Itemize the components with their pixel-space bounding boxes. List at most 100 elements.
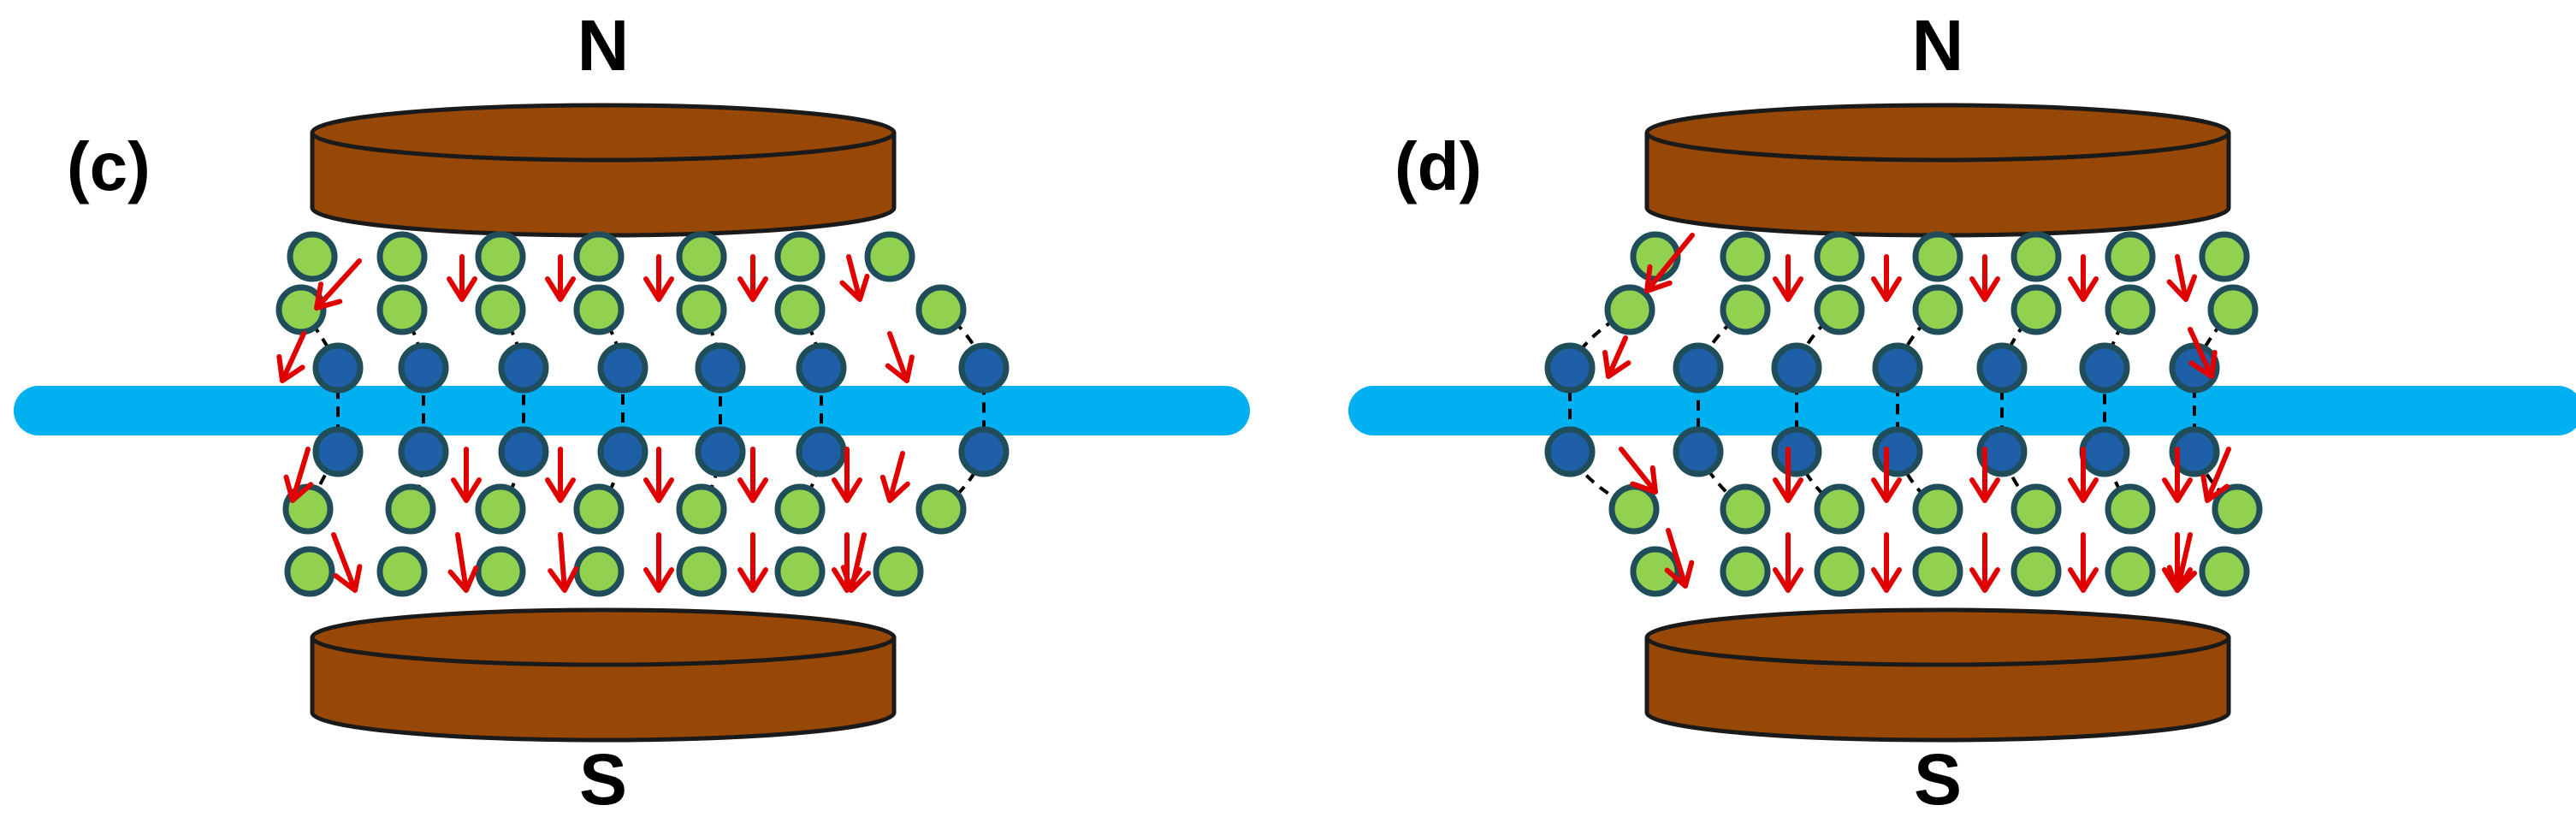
green-particle: [2010, 546, 2062, 597]
field-arrow: [839, 254, 870, 302]
field-arrow-head: [1871, 477, 1902, 503]
field-arrow-shaft: [316, 258, 362, 309]
field-arrow-head: [1602, 349, 1631, 379]
field-arrow-head: [737, 477, 768, 503]
north-magnet: [1644, 103, 2231, 238]
green-particle: [873, 546, 924, 597]
north-magnet-top: [1644, 103, 2231, 163]
green-particle: [774, 546, 826, 597]
field-arrow: [545, 254, 576, 302]
blue-particle: [498, 342, 549, 394]
green-particle: [284, 546, 335, 597]
north-pole-label: N: [577, 5, 630, 86]
blue-particle: [1771, 342, 1822, 394]
green-particle: [676, 284, 727, 335]
green-particle: [676, 231, 727, 282]
south-magnet-top: [310, 607, 897, 667]
south-magnet: [1644, 607, 2231, 743]
green-particle: [385, 483, 436, 535]
green-particle: [2010, 231, 2062, 282]
blue-particle: [312, 426, 364, 477]
green-particle: [1814, 483, 1865, 535]
field-arrow: [2068, 447, 2099, 503]
field-arrow: [1664, 528, 1695, 589]
field-arrow-shaft: [849, 532, 867, 590]
field-arrow-head: [1773, 276, 1803, 302]
green-particle: [2105, 284, 2156, 335]
green-particle: [287, 231, 338, 282]
field-arrow: [2200, 447, 2231, 503]
blue-particle: [796, 426, 847, 477]
green-particle: [774, 284, 826, 335]
field-arrow: [283, 447, 314, 503]
particle-chain-line: [1795, 308, 1841, 511]
field-arrow-shaft: [888, 451, 905, 500]
green-particle: [573, 546, 625, 597]
field-arrow: [1619, 447, 1658, 494]
field-arrow: [447, 532, 479, 593]
field-arrow-head: [1969, 567, 2000, 593]
field-arrow: [840, 532, 872, 593]
green-particle: [2207, 284, 2259, 335]
green-particle: [573, 231, 625, 282]
green-particle: [475, 546, 526, 597]
green-particle: [2199, 231, 2250, 282]
field-arrow: [2068, 254, 2099, 302]
blue-particle: [2079, 342, 2130, 394]
field-arrow-head: [643, 477, 674, 503]
field-arrow-head: [451, 477, 482, 503]
field-arrow: [2162, 447, 2193, 503]
green-particle: [1912, 231, 1963, 282]
field-arrow-shaft: [455, 532, 469, 590]
field-arrow-head: [2068, 276, 2099, 302]
field-arrow-head: [840, 565, 872, 593]
blue-particle: [1673, 342, 1724, 394]
field-arrow: [1644, 233, 1695, 293]
field-arrow-head: [2200, 474, 2230, 503]
north-pole-label: N: [1912, 5, 1964, 86]
green-particle: [915, 284, 967, 335]
field-arrow-head: [333, 564, 363, 593]
green-particle: [676, 483, 727, 535]
green-particle: [275, 284, 327, 335]
green-particle: [573, 483, 625, 535]
blue-particle: [958, 342, 1010, 394]
field-arrow-shaft: [558, 532, 567, 590]
field-arrow-head: [1644, 264, 1673, 293]
field-arrow-head: [276, 353, 305, 383]
blue-particle: [1976, 426, 2028, 477]
blue-particle: [498, 426, 549, 477]
blue-particle: [312, 342, 364, 394]
field-arrow: [1871, 532, 1902, 593]
green-particle: [676, 546, 727, 597]
green-particle: [1720, 546, 1771, 597]
green-particle: [915, 483, 967, 535]
north-magnet-top: [310, 103, 897, 163]
field-arrow: [1871, 447, 1902, 503]
field-arrow-head: [1969, 477, 2000, 503]
particle-chain-line: [1568, 308, 1635, 511]
blue-particle: [1673, 426, 1724, 477]
green-particle: [2010, 483, 2062, 535]
field-arrow-shaft: [2175, 254, 2188, 299]
field-arrow: [2166, 254, 2198, 302]
green-particle: [1912, 546, 1963, 597]
field-arrow: [2068, 532, 2099, 593]
field-arrow-head: [2068, 477, 2099, 503]
green-particle: [1814, 546, 1865, 597]
field-arrow-head: [2166, 565, 2198, 593]
blue-particle: [1771, 426, 1822, 477]
field-arrow-shaft: [1607, 335, 1628, 376]
blue-particle: [597, 342, 648, 394]
green-particle: [1630, 231, 1681, 282]
green-particle: [774, 231, 826, 282]
field-arrow: [1773, 447, 1803, 503]
field-arrow-head: [737, 567, 768, 593]
field-arrow-shaft: [846, 254, 862, 299]
field-arrow: [276, 331, 306, 383]
panel-c: (c) N S: [14, 5, 1250, 820]
field-arrow: [737, 532, 768, 593]
green-particle: [1912, 483, 1963, 535]
field-arrow: [548, 532, 579, 593]
